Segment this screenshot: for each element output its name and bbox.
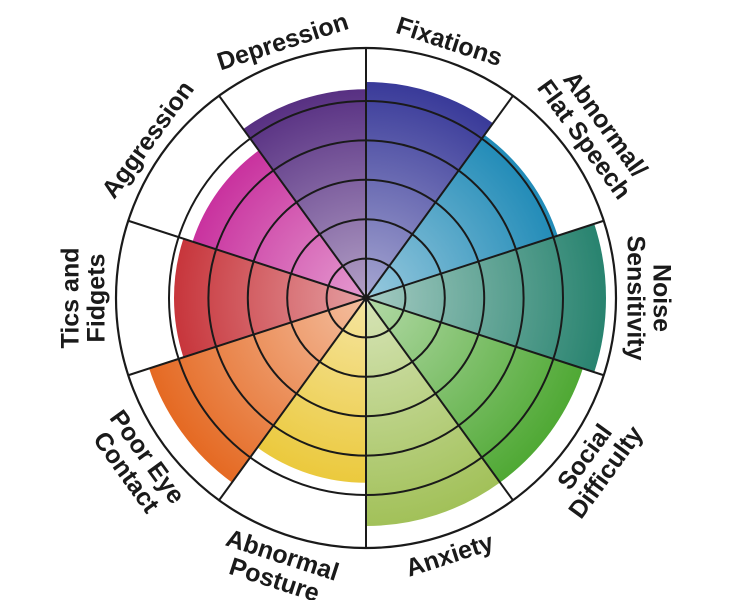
segment-fill-eye_contact xyxy=(149,298,366,483)
segment-divider xyxy=(365,297,514,501)
segment-fill-depression xyxy=(243,89,366,298)
segment-fill-posture xyxy=(257,298,366,483)
segment-divider xyxy=(365,219,605,299)
segment-fill-aggression xyxy=(192,150,366,298)
segment-label-line: Noise xyxy=(647,264,675,332)
segment-divider xyxy=(218,297,367,501)
segment-fill-anxiety xyxy=(366,298,501,526)
segment-divider xyxy=(365,297,605,377)
segment-divider xyxy=(365,95,514,299)
segment-label-line: Sensitivity xyxy=(621,235,649,360)
segment-dividers xyxy=(127,48,605,548)
segment-divider xyxy=(127,297,367,377)
segment-divider xyxy=(218,95,367,299)
segment-divider xyxy=(127,219,367,299)
segment-fill-tics xyxy=(174,238,366,358)
segment-label-line: Fidgets xyxy=(83,254,111,343)
segment-label-line: Tics and xyxy=(57,248,85,349)
segment-fill-fixations xyxy=(366,82,493,298)
segment-fill-social xyxy=(366,298,583,483)
segment-fill-noise xyxy=(366,223,606,373)
segment-fill-flat_speech xyxy=(366,134,558,298)
segment-fills xyxy=(116,48,616,548)
